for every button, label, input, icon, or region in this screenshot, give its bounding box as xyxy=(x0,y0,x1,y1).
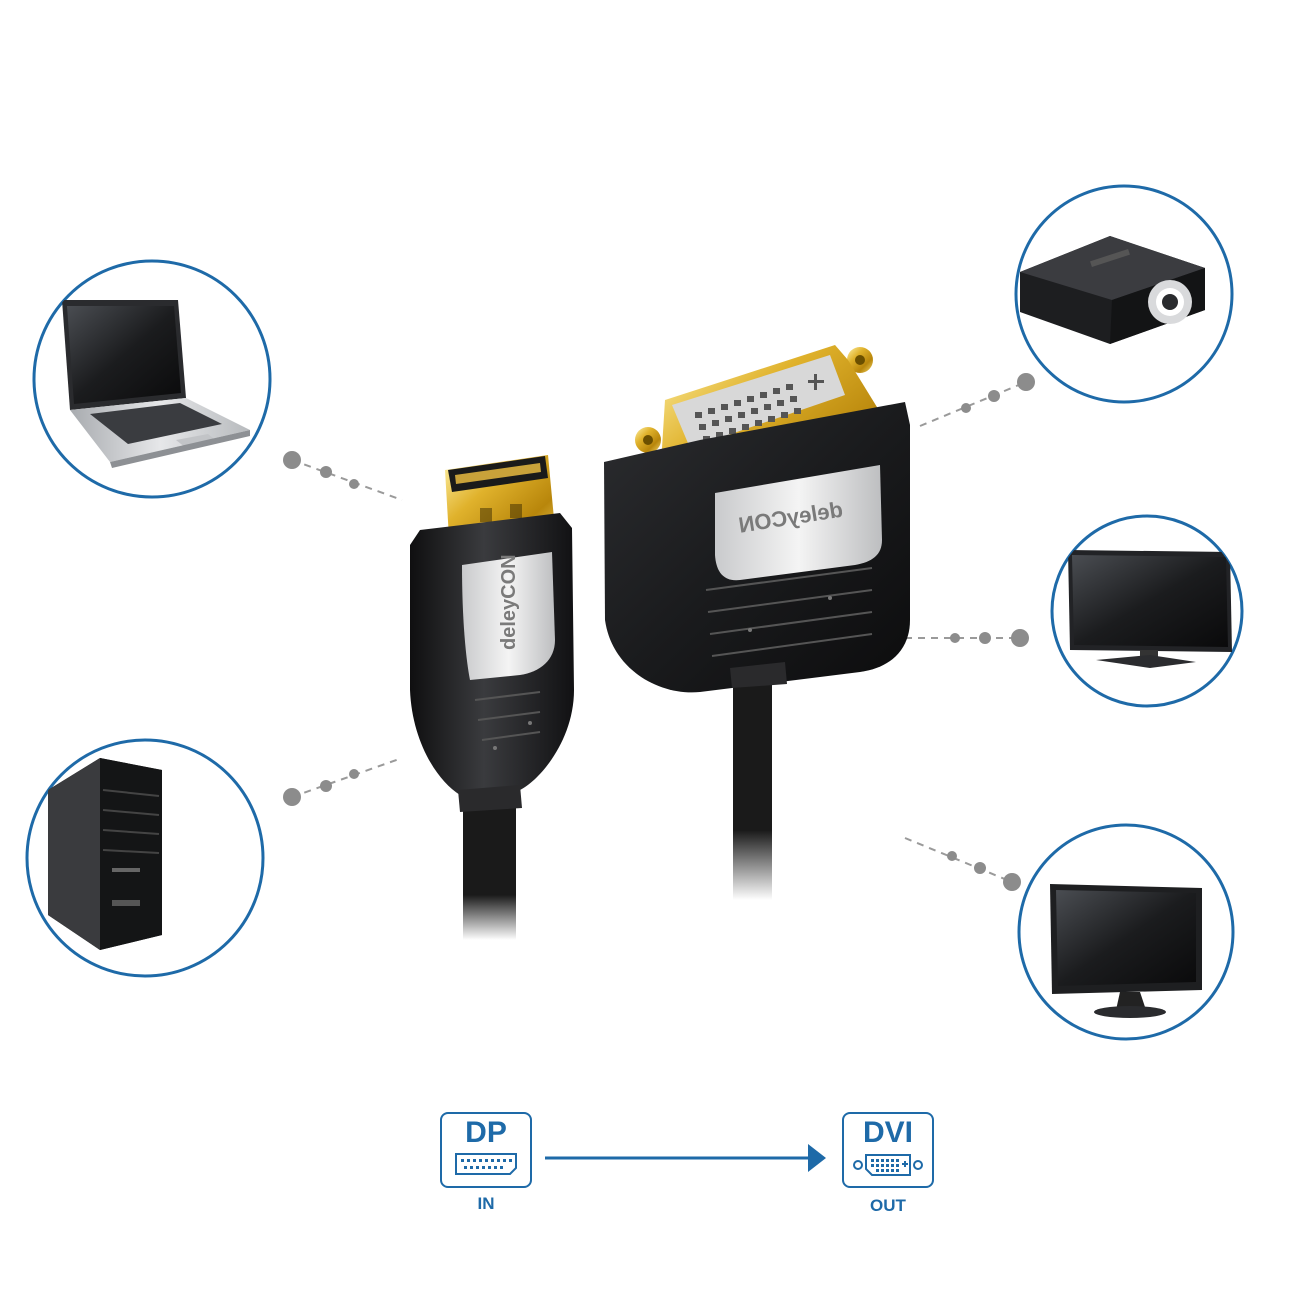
flow-arrow xyxy=(545,1144,826,1172)
desktop-tower-device xyxy=(25,738,265,978)
desktop-tower-icon xyxy=(48,758,162,950)
projector-icon xyxy=(1020,236,1205,344)
dp-input-badge: DP IN xyxy=(440,1112,532,1222)
connector-lines xyxy=(291,381,1027,883)
cables xyxy=(463,668,772,940)
dvi-port-icon xyxy=(853,1154,923,1176)
projector-device xyxy=(1014,184,1234,404)
laptop-icon xyxy=(62,300,250,468)
monitor-device xyxy=(1017,823,1235,1041)
laptop-device xyxy=(32,259,272,499)
displayport-connector: deleyCON xyxy=(410,455,574,812)
tv-icon xyxy=(1068,550,1232,668)
dp-label: DP xyxy=(465,1116,507,1149)
dvi-direction-label: OUT xyxy=(870,1196,906,1215)
displayport-port-icon xyxy=(455,1153,517,1175)
dvi-output-badge: DVI OUT xyxy=(842,1112,934,1222)
connector-dots xyxy=(283,373,1035,891)
dp-brand-text: deleyCON xyxy=(498,554,520,650)
dvi-connector: deleyCON xyxy=(604,345,910,693)
tv-device xyxy=(1050,514,1244,708)
monitor-icon xyxy=(1050,884,1202,1018)
dvi-label: DVI xyxy=(862,1116,913,1149)
dp-direction-label: IN xyxy=(477,1194,495,1213)
